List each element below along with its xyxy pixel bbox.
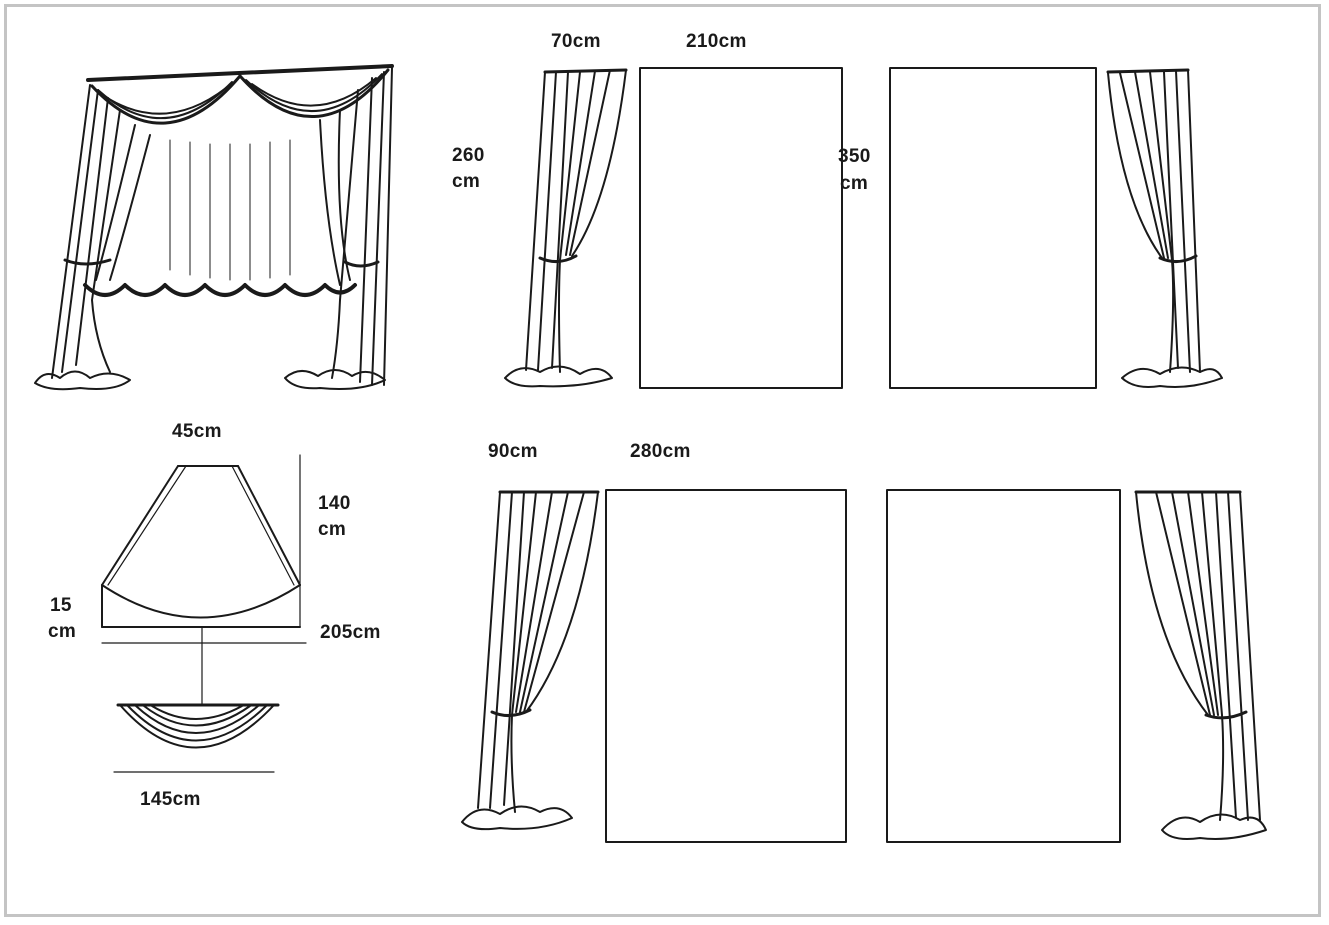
top-left-panel-curtain: [504, 68, 628, 388]
top-window-width-label: 210cm: [686, 31, 747, 52]
swag-side-value: 15: [50, 595, 72, 616]
swag-curtain-illustration: [34, 64, 394, 391]
bottom-window-panel-2: [886, 489, 1121, 843]
swag-finished-width-label: 145cm: [140, 789, 201, 810]
top-window-height-value: 350: [838, 146, 871, 167]
bottom-window-width-label: 280cm: [630, 441, 691, 462]
top-curtain-height-unit: cm: [452, 171, 481, 192]
swag-top-width-label: 45cm: [172, 421, 222, 442]
swag-height-value: 140: [318, 493, 351, 514]
page-frame: [4, 4, 1321, 917]
swag-side-unit: cm: [48, 621, 77, 642]
top-window-height-unit: cm: [840, 173, 869, 194]
bottom-left-panel-curtain: [461, 490, 600, 831]
top-right-panel-curtain: [1106, 68, 1223, 388]
top-curtain-height-value: 260: [452, 145, 485, 166]
bottom-right-panel-curtain: [1134, 490, 1267, 840]
swag-pattern-diagram: [101, 454, 307, 706]
top-curtain-width-label: 70cm: [551, 31, 601, 52]
bottom-curtain-width-label: 90cm: [488, 441, 538, 462]
swag-bottom-width-label: 205cm: [320, 622, 381, 643]
swag-height-unit: cm: [318, 519, 347, 540]
swag-finished-diagram: [113, 703, 280, 773]
top-window-panel-2: [889, 67, 1097, 389]
bottom-window-panel-1: [605, 489, 847, 843]
top-window-panel-1: [639, 67, 843, 389]
